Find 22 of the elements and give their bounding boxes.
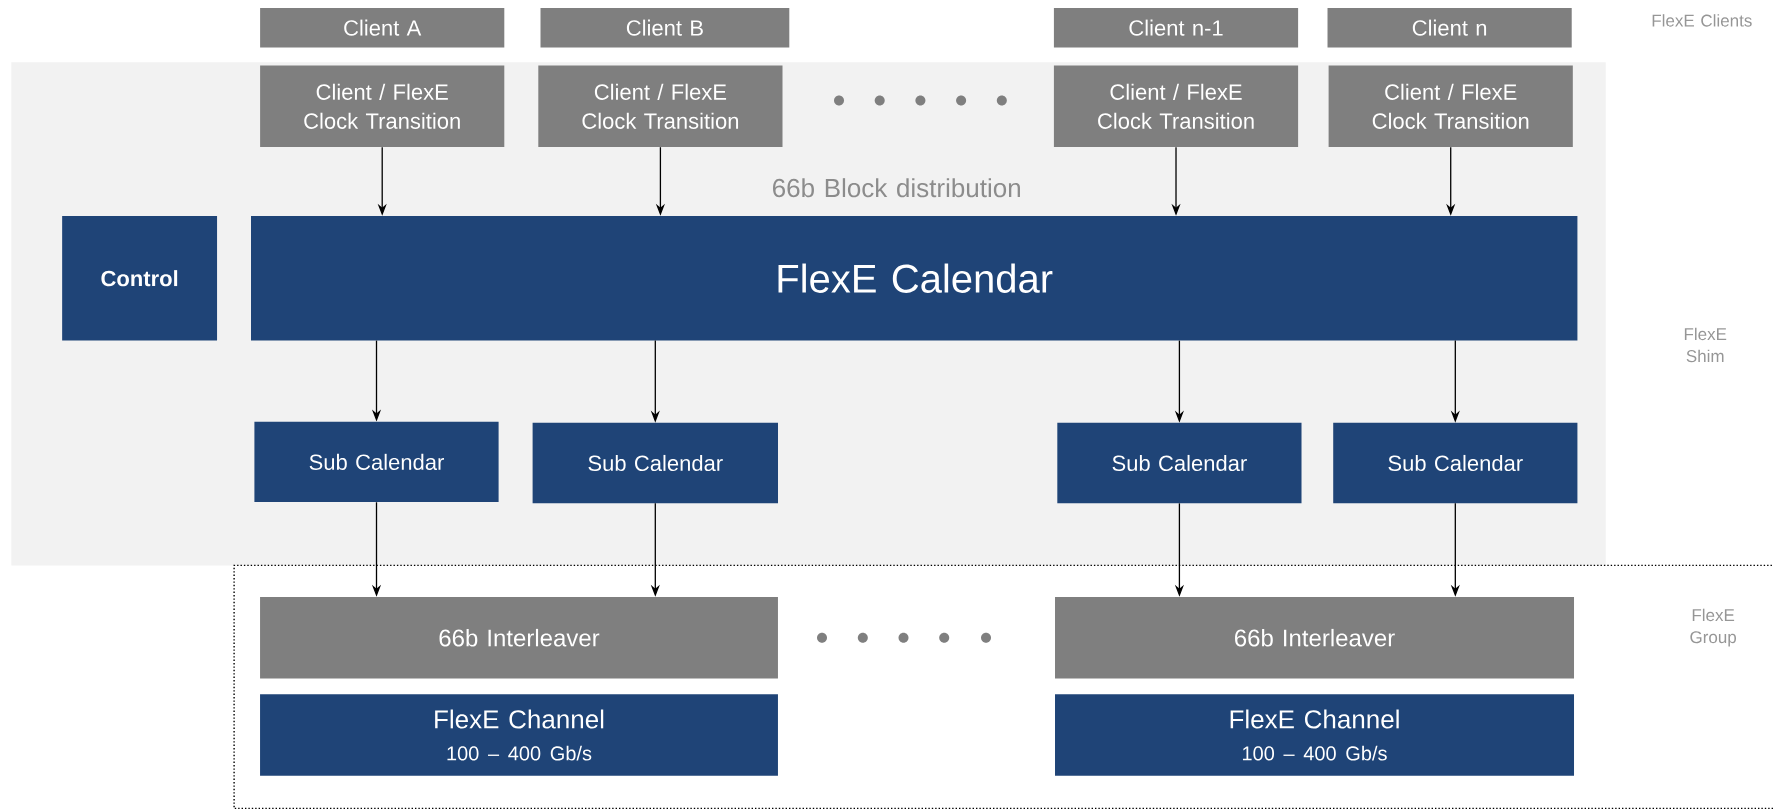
channel-box: FlexE Channel 100 – 400 Gb/s <box>1055 694 1574 776</box>
interleaver-box: 66b Interleaver <box>260 597 778 679</box>
channel-box: FlexE Channel 100 – 400 Gb/s <box>260 694 778 776</box>
section-label: 66b Block distribution <box>773 178 1020 198</box>
clock-transition-box: Client / FlexE Clock Transition <box>1328 65 1573 147</box>
calendar-box: FlexE Calendar <box>251 216 1578 341</box>
client-box: Client n <box>1327 7 1572 48</box>
sub-calendar-box: Sub Calendar <box>254 421 499 503</box>
client-box: Client B <box>540 7 790 48</box>
client-box: Client n-1 <box>1053 7 1299 48</box>
interleaver-box: 66b Interleaver <box>1055 597 1574 679</box>
clock-transition-box: Client / FlexE Clock Transition <box>538 65 783 147</box>
side-label: FlexE Shim <box>1684 327 1727 363</box>
sub-calendar-box: Sub Calendar <box>1057 422 1302 504</box>
client-box: Client A <box>260 7 505 48</box>
control-box: Control <box>62 216 218 341</box>
sub-calendar-box: Sub Calendar <box>532 422 778 504</box>
sub-calendar-box: Sub Calendar <box>1333 422 1578 504</box>
clock-transition-box: Client / FlexE Clock Transition <box>1053 65 1299 147</box>
side-label: FlexE Group <box>1690 608 1736 647</box>
clock-transition-box: Client / FlexE Clock Transition <box>260 65 505 147</box>
side-label: FlexE Clients <box>1652 14 1752 27</box>
